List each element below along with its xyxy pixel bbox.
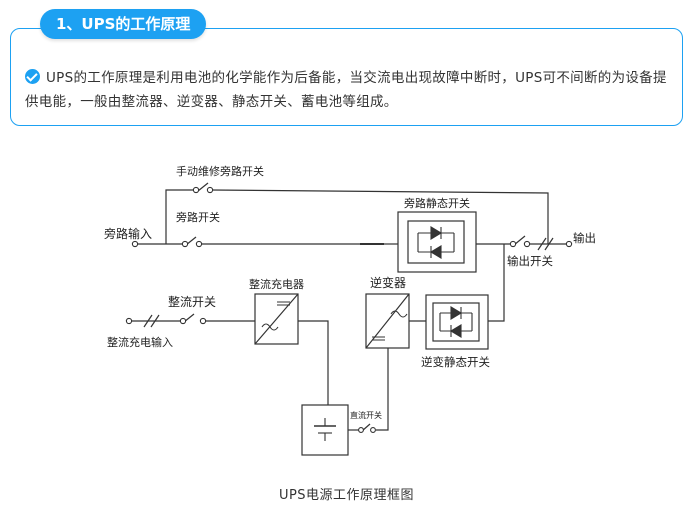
wire-rectifier-to-battery — [298, 320, 329, 405]
wire-inverter-static-out — [488, 244, 505, 322]
label-manual-bypass: 手动维修旁路开关 — [176, 164, 264, 178]
manual-bypass-switch-blade — [197, 182, 209, 192]
intro-paragraph: UPS的工作原理是利用电池的化学能作为后备能，当交流电出现故障中断时，UPS可不… — [25, 70, 667, 110]
label-bypass-switch: 旁路开关 — [176, 210, 220, 224]
output-terminal — [565, 240, 573, 248]
bypass-input-terminal — [131, 240, 139, 248]
bypass-static-inner — [407, 220, 465, 264]
output-breaker-marks — [537, 237, 554, 251]
wire-manual-bypass-right — [211, 189, 549, 244]
rectifier-charger-box — [254, 293, 299, 345]
rectifier-diagonal — [254, 293, 299, 345]
inverter-static-inner — [432, 302, 480, 342]
battery-box — [301, 404, 349, 456]
label-rectifier-switch: 整流开关 — [168, 294, 216, 309]
wire-manual-bypass-left — [165, 189, 197, 244]
inverter-static-switch-box — [425, 294, 489, 350]
label-bypass-input: 旁路输入 — [104, 226, 152, 241]
ups-block-diagram: 手动维修旁路开关 旁路开关 旁路输入 旁路静态开关 输出 输出开关 整流开关 整… — [104, 164, 596, 456]
label-output: 输出 — [573, 231, 596, 245]
intro-text: UPS的工作原理是利用电池的化学能作为后备能，当交流电出现故障中断时，UPS可不… — [25, 66, 673, 114]
label-output-switch: 输出开关 — [507, 254, 553, 268]
inverter-diagonal — [365, 293, 410, 349]
intro-card: UPS的工作原理是利用电池的化学能作为后备能，当交流电出现故障中断时，UPS可不… — [10, 28, 683, 126]
bypass-static-switch-box — [397, 211, 477, 273]
wire-dc-to-inverter — [376, 348, 389, 431]
label-inverter-static: 逆变静态开关 — [421, 355, 490, 369]
label-bypass-static: 旁路静态开关 — [404, 196, 470, 210]
label-rectifier-input: 整流充电输入 — [107, 335, 173, 349]
section-title: 1、UPS的工作原理 — [40, 9, 207, 39]
rectifier-input-breaker-marks — [143, 314, 160, 328]
rectifier-input-terminal — [125, 317, 133, 325]
label-dc-switch: 直流开关 — [350, 410, 382, 420]
diagram-caption: UPS电源工作原理框图 — [278, 488, 415, 503]
label-rectifier-charger: 整流充电器 — [249, 277, 304, 291]
check-circle-icon — [25, 69, 40, 84]
label-inverter: 逆变器 — [370, 275, 406, 290]
